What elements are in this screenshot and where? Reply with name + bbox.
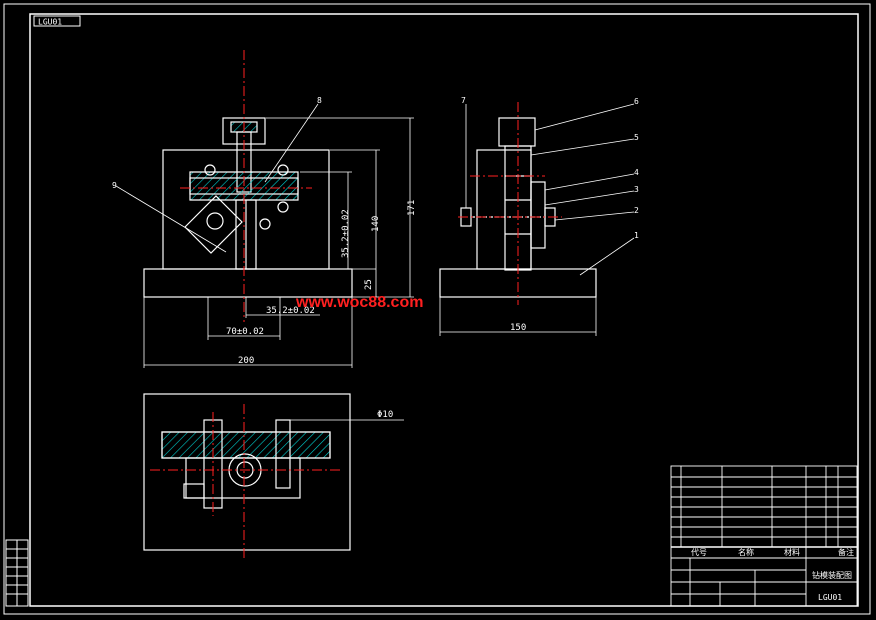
top-centerlines: [150, 404, 340, 560]
bom-table: [670, 465, 858, 607]
dim-25: 25: [364, 279, 374, 290]
left-margin-table: [5, 539, 29, 607]
dim-200: 200: [238, 356, 254, 366]
side-drill-bushing: [498, 117, 536, 147]
dim-140: 140: [371, 216, 381, 232]
side-label-7: 7: [461, 96, 466, 105]
side-view-labels: 7 6 5 4 3 2 1: [461, 96, 639, 240]
dim-hole-10: Φ10: [377, 410, 393, 420]
dim-70: 70±0.02: [226, 327, 264, 337]
front-angled-pin: [184, 195, 243, 254]
side-label-1: 1: [634, 231, 639, 240]
dim-35-horizontal: 35.2±0.02: [266, 306, 315, 316]
front-label-8: 8: [317, 96, 322, 105]
dim-171: 171: [407, 200, 417, 216]
front-dimensions: [143, 117, 414, 368]
top-base-plate: [143, 393, 351, 551]
top-view: [143, 393, 404, 551]
dim-35-vertical: 35.2±0.02: [341, 209, 351, 258]
bom-header-material: 材料: [784, 547, 800, 557]
bom-header-row: 代号 名称 材料 备注: [691, 547, 854, 557]
side-body: [476, 149, 532, 270]
bom-header-name: 名称: [738, 547, 754, 557]
dim-150: 150: [510, 323, 526, 333]
drawing-title: 钻模装配图: [812, 570, 852, 580]
side-label-6: 6: [634, 97, 639, 106]
side-label-4: 4: [634, 168, 639, 177]
svg-text:LGU01: LGU01: [38, 18, 62, 27]
side-label-3: 3: [634, 185, 639, 194]
sheet-code-box: LGU01: [33, 15, 81, 27]
sheet-border: [3, 3, 871, 615]
drawing-number: LGU01: [818, 593, 842, 602]
front-base-plate: [143, 268, 353, 298]
side-label-5: 5: [634, 133, 639, 142]
bom-header-code: 代号: [691, 547, 707, 557]
side-label-2: 2: [634, 206, 639, 215]
side-centerlines: [458, 102, 562, 305]
side-view: [439, 103, 635, 336]
watermark: www.woc88.com: [295, 294, 423, 311]
front-centerlines: [180, 50, 312, 322]
bom-header-remark: 备注: [838, 547, 854, 557]
front-view: [115, 103, 353, 298]
front-label-9: 9: [112, 181, 117, 190]
